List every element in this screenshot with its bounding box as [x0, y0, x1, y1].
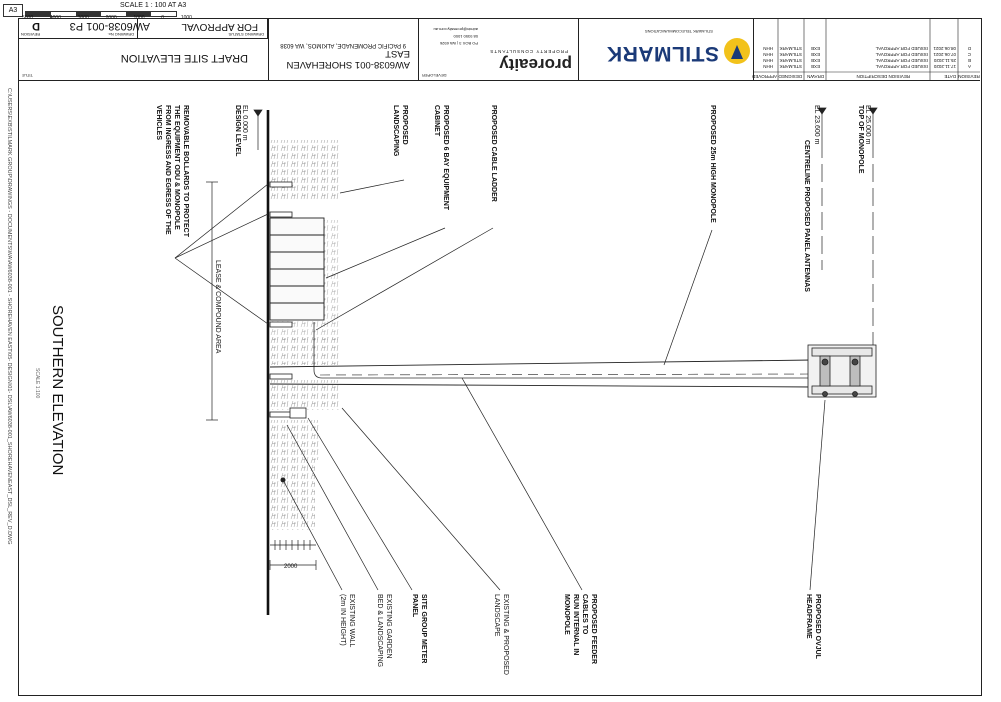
- level-label-top: EL 25.000 m TOP OF MONOPOLE: [857, 105, 871, 174]
- elevation-scale: SCALE 1:100: [34, 368, 40, 399]
- site-cell: AW6038-001 SHOREHAVEN EAST 9 PACIFIC PRO…: [268, 18, 419, 80]
- note-landscaping: PROPOSED LANDSCAPING: [392, 105, 408, 157]
- note-cabinet: PROPOSED 6 BAY EQUIPMENT CABINET: [433, 105, 449, 211]
- level-marker-icon: [253, 109, 263, 117]
- note-headframe: PROPOSED OVJUL HEADFRAME: [805, 594, 821, 659]
- note-meter-panel: SITE GROUP METER PANEL: [411, 594, 427, 664]
- note-existing-wall: EXISTING WALL (2m IN HEIGHT): [339, 594, 355, 648]
- landscaping-bed: [270, 460, 315, 530]
- landscaping-bed: [270, 335, 340, 365]
- landscaping-bed: [270, 380, 340, 410]
- level-marker-icon: [817, 107, 827, 115]
- sheet-size-badge: A3: [3, 4, 23, 17]
- note-bollards: REMOVABLE BOLLARDS TO PROTECT THE EQUIPM…: [155, 105, 189, 237]
- landscaping-bed: [270, 140, 340, 200]
- existing-wall: [269, 540, 317, 570]
- client-cell: STILMARK STILMARK TELECOMMUNICATIONS: [578, 18, 754, 80]
- level-name-antenna: CENTRELINE PROPOSED PANEL ANTENNAS: [803, 140, 810, 292]
- note-garden-bed: EXISTING GARDEN BED & LANDSCAPING: [376, 594, 392, 668]
- revision-table-grid: [753, 18, 980, 80]
- dimension-label: 2000: [284, 564, 298, 570]
- sheet-border: [18, 18, 982, 696]
- drawing-info-cell: REVISION D DRAWING No. AW6038-001 P3 DRA…: [18, 18, 269, 80]
- monopole: [269, 359, 813, 388]
- meter-panel: [289, 407, 307, 419]
- equipment-cabinet: [269, 217, 325, 321]
- level-marker-icon: [868, 107, 878, 115]
- note-cable-ladder: PROPOSED CABLE LADDER: [490, 105, 497, 202]
- level-label-design: EL 0.000 m DESIGN LEVEL: [234, 105, 248, 157]
- bollards: [269, 181, 293, 418]
- lease-area-label: LEASE & COMPOUND AREA: [214, 260, 221, 354]
- leader-lines: [174, 179, 826, 591]
- level-label-antenna: EL 23.600 m: [813, 105, 820, 145]
- note-existing-landscape: EXISTING & PROPOSED LANDSCAPE: [493, 594, 509, 675]
- scale-label: SCALE 1 : 100 AT A3: [120, 2, 187, 9]
- title-block: REVISION D DRAWING No. AW6038-001 P3 DRA…: [18, 18, 980, 81]
- scale-bar: [25, 11, 177, 17]
- elevation-title: SOUTHERN ELEVATION: [49, 305, 66, 476]
- headframe: [807, 344, 877, 398]
- cable-ladder: [313, 322, 810, 379]
- note-feeder-cables: PROPOSED FEEDER CABLES TO RUN INTERNAL I…: [563, 594, 597, 665]
- revision-table: REVISION DATE REVISION DESCRIPTION DRAWN…: [752, 18, 980, 80]
- note-monopole: PROPOSED 25m HIGH MONOPOLE: [709, 105, 716, 223]
- consultant-cell: DEVELOPER proreaity PROPERTY CONSULTANTS…: [418, 18, 579, 80]
- lease-dimension: [206, 181, 218, 421]
